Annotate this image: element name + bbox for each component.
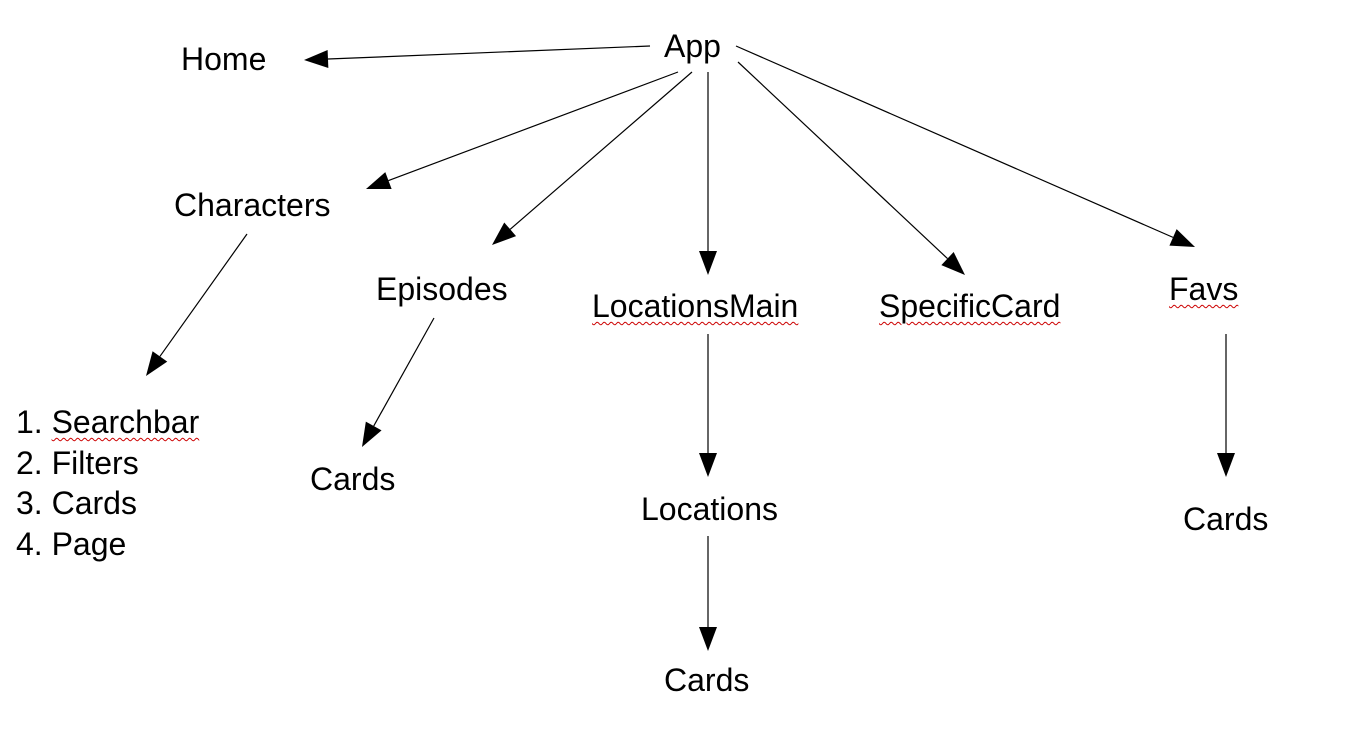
node-episodes: Episodes (376, 271, 508, 307)
arrow-app-favs-line (735, 45, 1174, 238)
node-home: Home (181, 41, 267, 77)
arrow-app-home-line (327, 45, 651, 60)
list-number: 4. (16, 525, 43, 562)
arrow-episodes-cards-head (362, 421, 382, 447)
arrow-episodes-cards-line (373, 317, 435, 427)
edges (159, 45, 1227, 627)
list-label-searchbar: Searchbar (51, 404, 200, 440)
list-item: 2. Filters (16, 443, 199, 484)
arrow-app-locations-main-head (699, 251, 717, 275)
node-favs: Favs (1169, 271, 1239, 307)
node-favs-cards: Cards (1183, 501, 1269, 537)
arrow-app-characters-head (366, 172, 392, 189)
arrow-locationsmain-locations-head (699, 453, 717, 477)
list-item: 1. Searchbar (16, 402, 199, 443)
list-label-page: Page (51, 525, 127, 562)
list-label-cards: Cards (51, 485, 137, 521)
arrow-characters-list-line (159, 233, 248, 357)
arrow-app-specific-card-head (941, 252, 965, 275)
list-item: 3. Cards (16, 483, 199, 524)
node-locations-cards: Cards (664, 662, 750, 698)
list-item: 4. Page (16, 524, 199, 565)
node-locations: Locations (641, 491, 778, 527)
list-label-filters: Filters (51, 444, 139, 481)
arrow-locations-cards-head (699, 627, 717, 651)
arrow-app-episodes-head (492, 222, 517, 245)
arrow-characters-list-head (146, 351, 168, 376)
arrow-app-characters-line (388, 71, 679, 182)
node-locations-main: LocationsMain (592, 288, 799, 324)
arrow-app-home-head (304, 50, 329, 69)
arrow-app-episodes-line (509, 71, 693, 230)
characters-children-list: 1. Searchbar 2. Filters 3. Cards 4. Page (16, 402, 199, 564)
arrow-favs-cards-head (1217, 453, 1235, 477)
list-number: 3. (16, 485, 43, 521)
node-app: App (664, 28, 721, 64)
node-specific-card: SpecificCard (879, 288, 1061, 324)
list-number: 2. (16, 444, 43, 481)
arrow-app-specific-card-line (737, 61, 948, 260)
arrow-app-favs-head (1169, 229, 1195, 247)
node-episodes-cards: Cards (310, 461, 396, 497)
arrowheads (146, 50, 1235, 651)
node-characters: Characters (174, 187, 331, 223)
list-number: 1. (16, 404, 43, 440)
